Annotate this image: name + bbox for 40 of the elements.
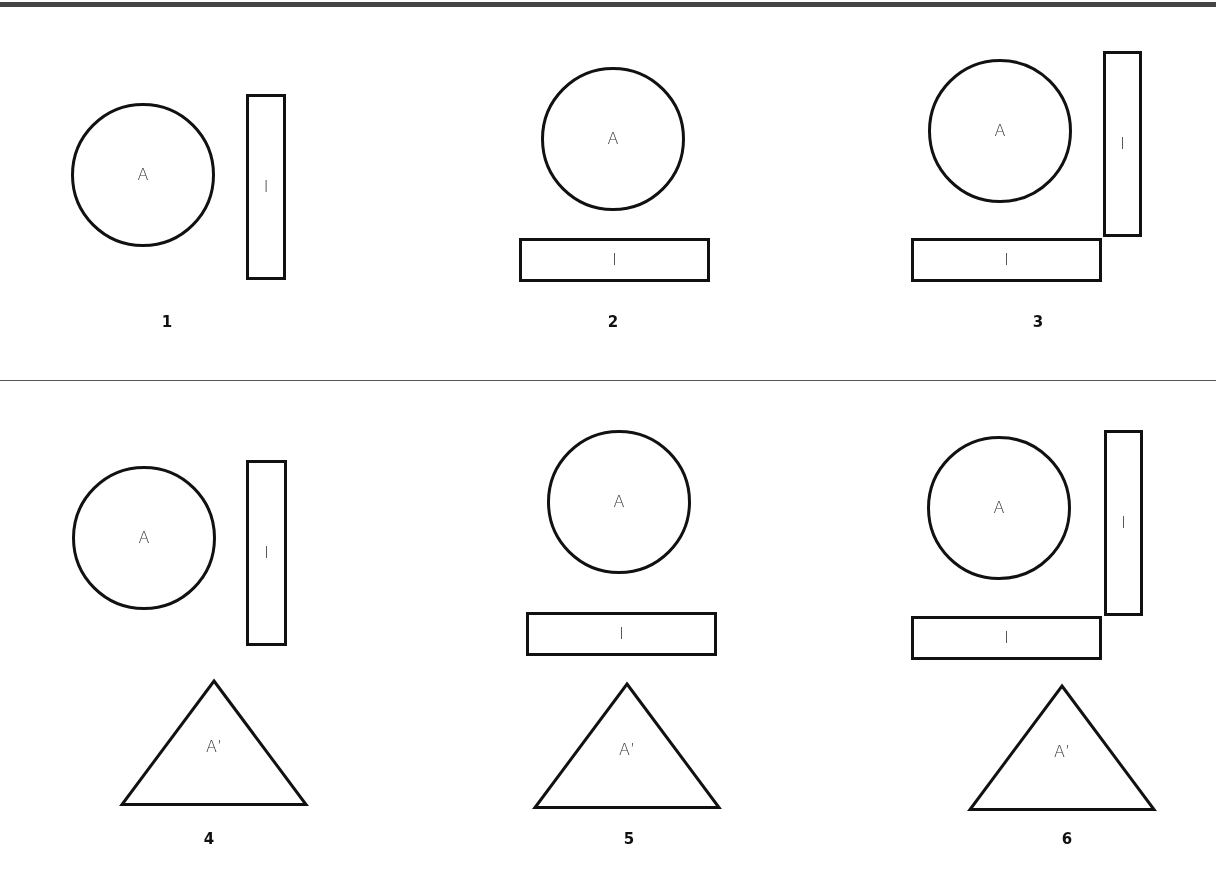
shape-label: I [1004, 252, 1009, 268]
circle-shape [927, 436, 1071, 580]
shape-label: I [1004, 630, 1009, 646]
shape-label: A [138, 530, 150, 546]
rectangle-shape [526, 612, 717, 656]
panel-number: 6 [1061, 830, 1073, 848]
shape-label: A [137, 167, 149, 183]
shape-label: I [263, 179, 269, 195]
circle-shape [71, 103, 215, 247]
shape-label: A [607, 131, 619, 147]
rectangle-shape [911, 238, 1102, 282]
shape-label: I [1121, 515, 1126, 531]
rectangle-shape [246, 460, 287, 646]
shape-label: A [994, 123, 1006, 139]
shape-label: A’ [619, 742, 635, 758]
triangle-shape [968, 684, 1156, 811]
triangle-shape [533, 682, 721, 809]
panel-number: 3 [1032, 313, 1044, 331]
shape-label: A [993, 500, 1005, 516]
circle-shape [541, 67, 685, 211]
circle-shape [928, 59, 1072, 203]
panel-number: 5 [623, 830, 635, 848]
rectangle-shape [911, 616, 1102, 660]
panel-number: 2 [607, 313, 619, 331]
shape-label: A [613, 494, 625, 510]
rectangle-shape [519, 238, 710, 282]
shape-label: A’ [206, 739, 222, 755]
shape-label: I [1120, 136, 1125, 152]
panel-number: 1 [161, 313, 173, 331]
circle-shape [72, 466, 216, 610]
shape-label: A’ [1054, 744, 1070, 760]
shape-label: I [264, 545, 269, 561]
circle-shape [547, 430, 691, 574]
panel-number: 4 [203, 830, 215, 848]
rectangle-shape [1103, 51, 1142, 237]
rectangle-shape [1104, 430, 1143, 616]
shape-label: I [612, 252, 617, 268]
triangle-shape [120, 679, 308, 806]
rectangle-shape [246, 94, 286, 280]
shape-label: I [619, 626, 624, 642]
